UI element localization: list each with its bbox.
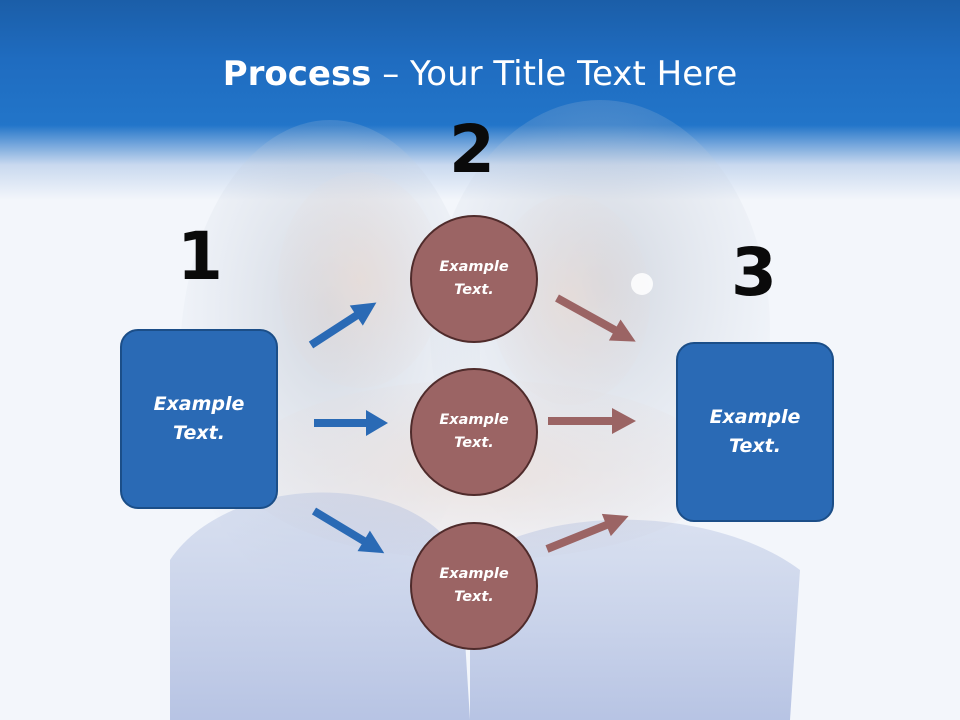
step-number-2: 2 — [449, 111, 495, 188]
title-bold: Process — [222, 54, 372, 94]
step-number-1: 1 — [177, 218, 223, 295]
step-2-circle-2: Example Text. — [410, 368, 538, 496]
header-band — [0, 0, 960, 200]
step-3-text: Example Text. — [709, 406, 801, 457]
step-2-circle-1: Example Text. — [410, 215, 538, 343]
step-3-box: Example Text. — [676, 342, 834, 522]
step-number-3: 3 — [731, 234, 777, 311]
arrow-right-icon — [555, 294, 636, 342]
step-2-circle-text: Example Text. — [439, 566, 509, 605]
title-rest: – Your Title Text Here — [371, 54, 738, 94]
arrow-right-icon — [308, 302, 377, 349]
arrow-right-icon — [548, 408, 636, 434]
arrow-right-icon — [314, 410, 388, 436]
arrow-right-icon — [311, 507, 385, 554]
arrow-right-icon — [545, 513, 629, 553]
step-1-box: Example Text. — [120, 329, 278, 509]
step-1-text: Example Text. — [153, 393, 245, 444]
step-2-circle-text: Example Text. — [439, 259, 509, 298]
step-2-circle-text: Example Text. — [439, 412, 509, 451]
step-2-circle-3: Example Text. — [410, 522, 538, 650]
slide-title: Process – Your Title Text Here — [0, 52, 960, 96]
